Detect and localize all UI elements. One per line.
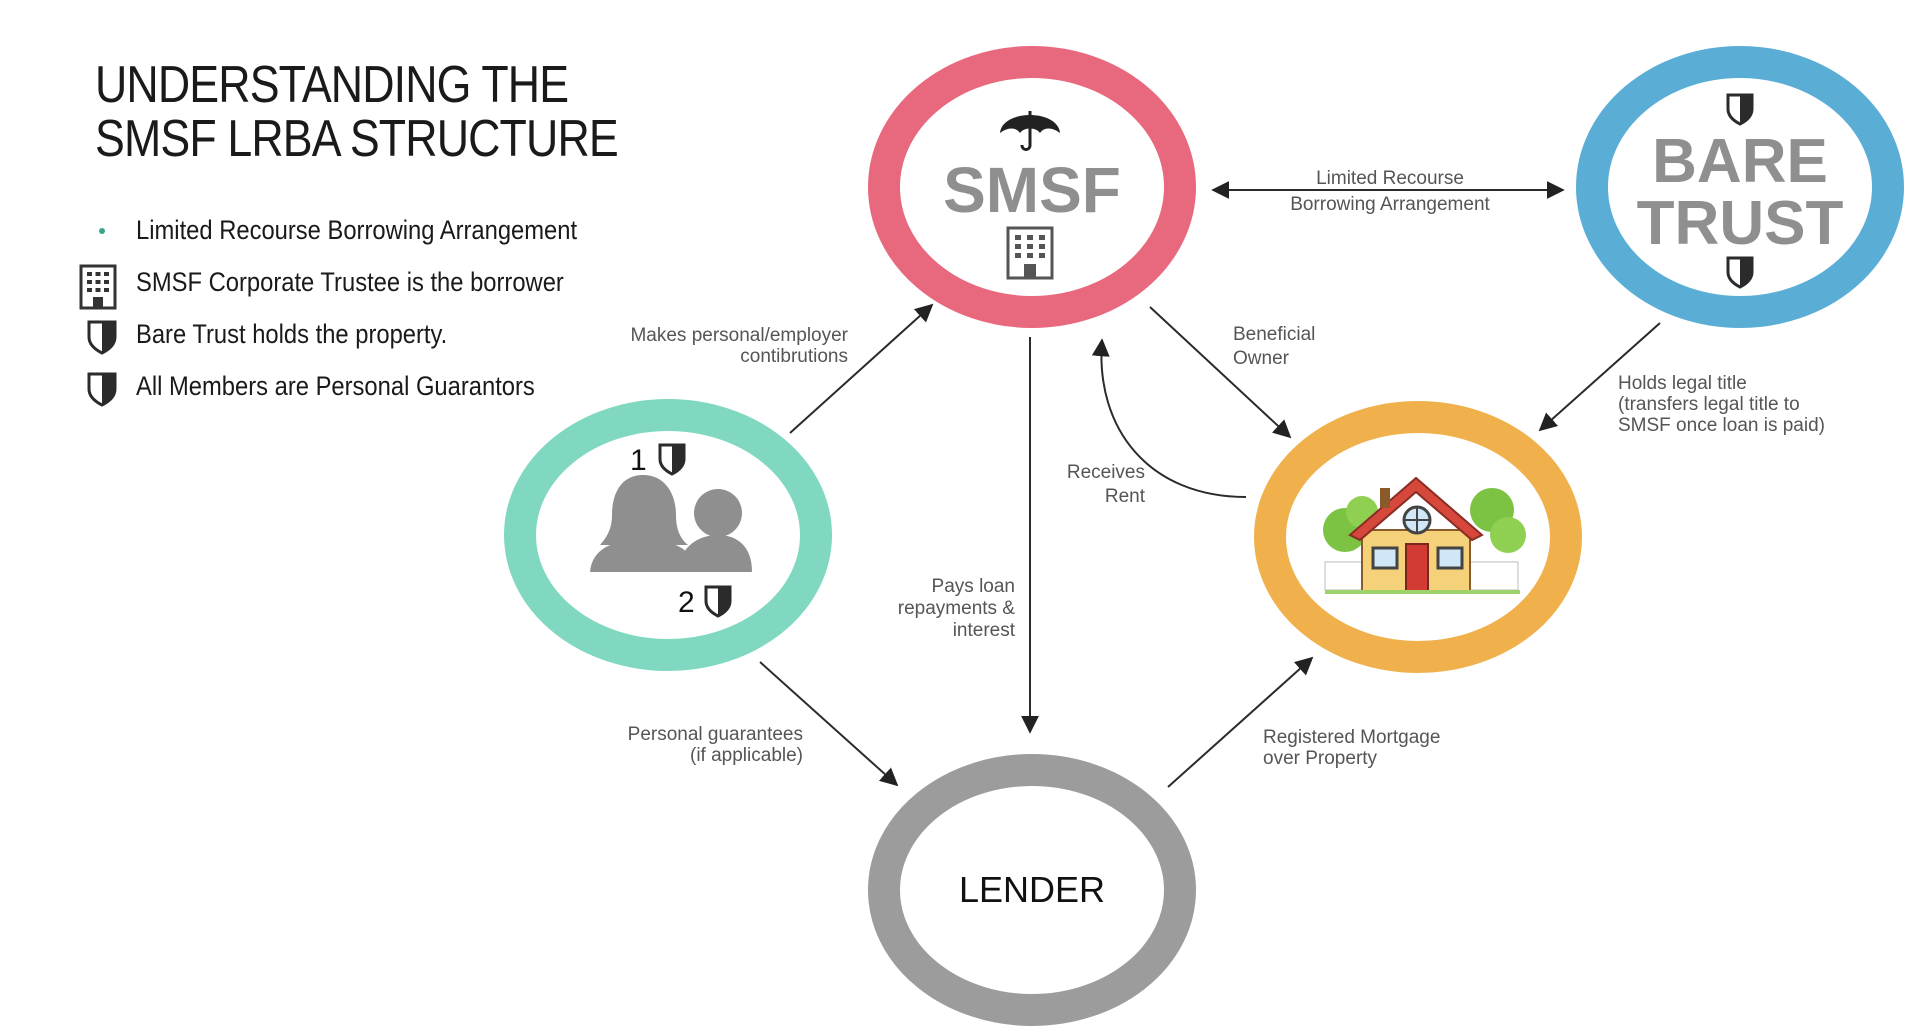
smsf-node: SMSF: [884, 62, 1180, 312]
contributions-label-1: Makes personal/employer: [630, 325, 848, 346]
beneficial-label-2: Owner: [1233, 348, 1290, 369]
repayments-label-3: interest: [953, 620, 1016, 641]
legal-title-label-1: Holds legal title: [1618, 373, 1747, 394]
property-node: [1270, 417, 1566, 657]
shield-icon: [660, 445, 684, 474]
shield-icon: [706, 587, 730, 616]
building-icon: [1008, 228, 1052, 278]
rent-label-1: Receives: [1067, 462, 1145, 483]
mortgage-label-2: over Property: [1263, 748, 1378, 769]
legal-title-label-2: (transfers legal title to: [1618, 394, 1800, 415]
members-node: 1 2: [520, 415, 816, 655]
beneficial-label-1: Beneficial: [1233, 324, 1315, 345]
rent-label-2: Rent: [1105, 486, 1146, 507]
smsf-label: SMSF: [943, 154, 1121, 226]
shield-icon: [1728, 258, 1752, 287]
bare-trust-node: BARE TRUST: [1592, 62, 1888, 312]
guarantees-label-1: Personal guarantees: [628, 724, 803, 745]
legal-title-label-3: SMSF once loan is paid): [1618, 415, 1825, 436]
mortgage-label-1: Registered Mortgage: [1263, 727, 1440, 748]
repayments-label-1: Pays loan: [932, 576, 1015, 597]
member-number-1: 1: [630, 444, 647, 477]
lender-node: LENDER: [884, 770, 1180, 1010]
bare-label-2: TRUST: [1637, 189, 1844, 258]
shield-icon: [1728, 95, 1752, 124]
member-number-2: 2: [678, 586, 695, 619]
lender-label: LENDER: [959, 869, 1105, 910]
bare-label-1: BARE: [1652, 127, 1828, 196]
guarantees-label-2: (if applicable): [690, 745, 803, 766]
contributions-label-2: contibrutions: [740, 346, 848, 367]
lrba-label-1: Limited Recourse: [1316, 168, 1464, 189]
repayments-label-2: repayments &: [898, 598, 1016, 619]
lrba-label-2: Borrowing Arrangement: [1290, 194, 1490, 215]
